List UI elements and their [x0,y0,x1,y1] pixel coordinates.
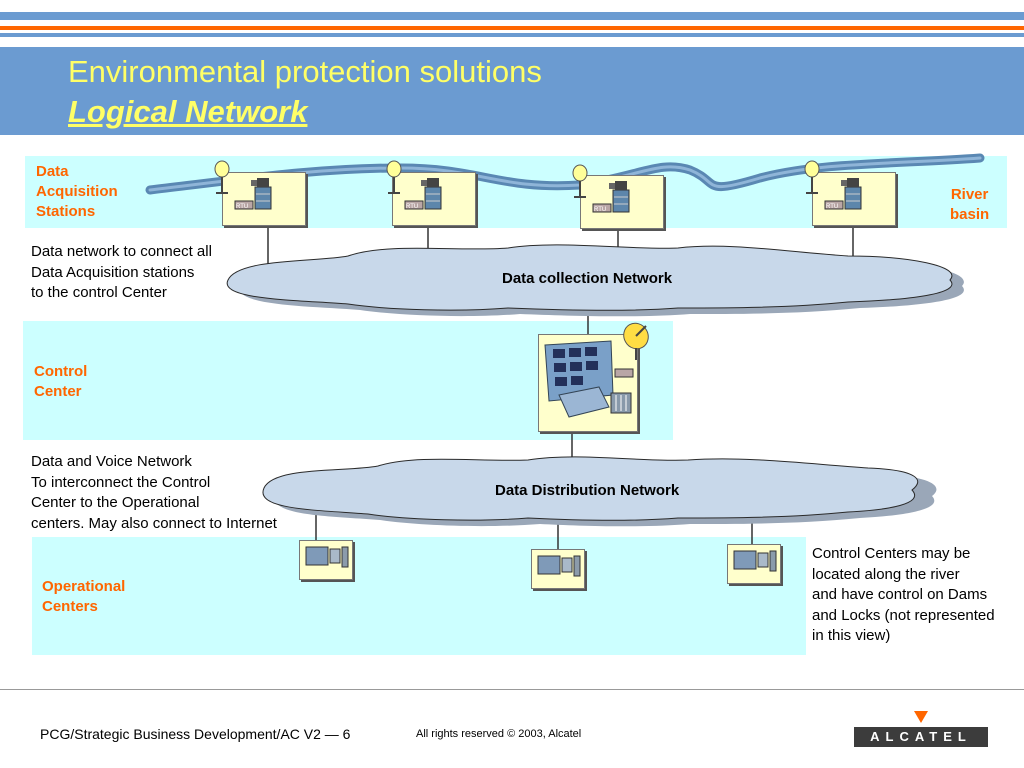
satellite-dish-icon [623,322,649,360]
svg-text:RTU: RTU [826,204,838,210]
station-equipment-icon: RTU [592,181,630,213]
collection-cloud-label: Data collection Network [502,270,673,287]
svg-text:RTU: RTU [236,204,248,210]
operational-centers-label: Operational Centers [42,578,126,615]
svg-text:RTU: RTU [406,204,418,210]
distribution-cloud-label: Data Distribution Network [495,482,680,499]
station-box: RTU [580,175,664,229]
workstation-icon [537,555,581,577]
operational-center-box [531,549,585,589]
collection-cloud [226,244,953,311]
control-center-box [538,334,638,432]
control-room-icon [544,340,634,418]
distribution-cloud [262,456,918,521]
operational-center-box [727,544,781,584]
collection-note: Data network to connect all Data Acquisi… [31,243,212,301]
top-stripe-blue [0,12,1024,20]
operational-center-box [299,540,353,580]
workstation-icon [305,546,349,568]
logo-arrow-icon [914,711,928,723]
station-box: RTU [222,172,306,226]
station-box: RTU [392,172,476,226]
page-subtitle: Logical Network [68,94,308,129]
operational-note: Control Centers may be located along the… [812,545,995,644]
station-box: RTU [812,172,896,226]
operational-centers-panel [32,537,806,655]
workstation-icon [733,550,777,572]
antenna-icon [804,160,820,194]
footer-divider [0,689,1024,690]
svg-text:RTU: RTU [594,207,606,213]
distribution-note: Data and Voice Network To interconnect t… [31,453,277,532]
control-center-label: Control Center [34,363,88,400]
top-stripe-orange [0,26,1024,30]
alcatel-logo: ALCATEL [854,727,988,747]
stations-label: Data Acquisition Stations [36,163,118,220]
header-band [0,47,1024,135]
station-equipment-icon: RTU [824,178,862,210]
station-equipment-icon: RTU [404,178,442,210]
antenna-icon [572,164,588,198]
antenna-icon [214,160,230,194]
antenna-icon [386,160,402,194]
page-title: Environmental protection solutions [68,54,542,89]
station-equipment-icon: RTU [234,178,272,210]
footer-rights-text: All rights reserved © 2003, Alcatel [416,728,582,740]
river-basin-label: River basin [950,186,990,223]
footer-left-text: PCG/Strategic Business Development/AC V2… [40,726,351,742]
top-stripe-blue-thin [0,33,1024,37]
